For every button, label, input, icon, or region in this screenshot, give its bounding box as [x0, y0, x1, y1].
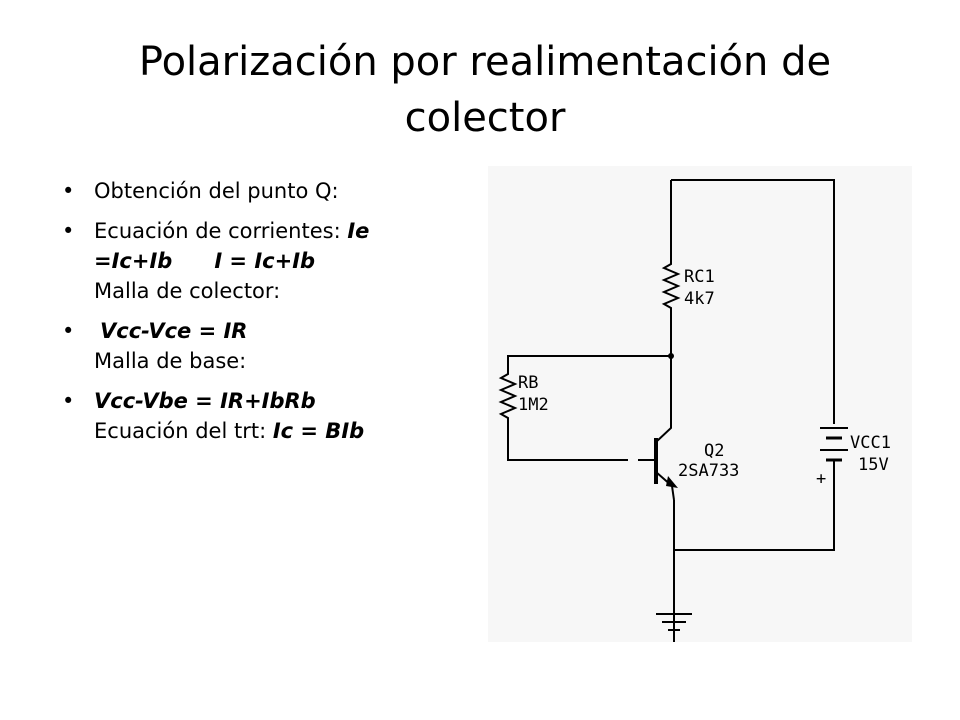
rb-value-label: 1M2 — [518, 395, 549, 415]
wire-base — [507, 422, 628, 461]
bullet-item: Vcc-Vce = IR Malla de base: — [62, 316, 462, 376]
circuit-diagram: RC1 4k7 RB 1M2 Q2 2SA733 VCC1 15V + — [488, 166, 912, 642]
emitter-arrow — [666, 476, 678, 488]
wire-rb-top — [507, 355, 671, 370]
bullet-text: Ecuación de corrientes: — [94, 219, 348, 243]
rb-name-label: RB — [518, 373, 538, 393]
vcc-value-label: 15V — [858, 455, 889, 475]
title-line-1: Polarización por realimentación de — [138, 39, 832, 85]
equation: Ie — [347, 219, 370, 243]
wire-collector — [655, 312, 672, 443]
bullet-text: Ecuación del trt: — [94, 419, 273, 443]
equation: I = Ic+Ib — [214, 249, 316, 273]
bullet-line: =Ic+Ib I = Ic+Ib — [94, 246, 462, 276]
bullet-item: Obtención del punto Q: — [62, 176, 462, 206]
bullet-text: Obtención del punto Q: — [94, 179, 339, 203]
slide-title: Polarización por realimentación de colec… — [60, 34, 910, 146]
junction-dot — [668, 353, 674, 359]
equation: Vcc-Vbe = IR+IbRb — [94, 389, 316, 413]
bullet-text: Malla de colector: — [94, 279, 281, 303]
bullet-line: Ecuación del trt: Ic = BIb — [94, 416, 462, 446]
equation: =Ic+Ib — [94, 249, 173, 273]
rc-value-label: 4k7 — [684, 289, 715, 309]
bullet-line: Ecuación de corrientes: Ie — [94, 216, 462, 246]
wire-bottom — [674, 484, 835, 551]
bullet-text: Malla de base: — [94, 349, 247, 373]
bullet-item: Ecuación de corrientes: Ie =Ic+Ib I = Ic+… — [62, 216, 462, 306]
equation: Vcc-Vce = IR — [100, 319, 248, 343]
bullet-list: Obtención del punto Q: Ecuación de corri… — [62, 176, 462, 456]
resistor-rc — [661, 260, 681, 312]
bullet-item: Vcc-Vbe = IR+IbRb Ecuación del trt: Ic =… — [62, 386, 462, 446]
transistor-part-label: 2SA733 — [678, 461, 739, 481]
wire-top — [671, 179, 835, 424]
transistor-name-label: Q2 — [704, 441, 724, 461]
vcc-name-label: VCC1 — [850, 433, 891, 453]
rc-name-label: RC1 — [684, 267, 715, 287]
equation: Ic = BIb — [272, 419, 365, 443]
plus-sign: + — [816, 469, 826, 489]
resistor-rb — [498, 370, 518, 422]
title-line-2: colector — [404, 95, 566, 141]
